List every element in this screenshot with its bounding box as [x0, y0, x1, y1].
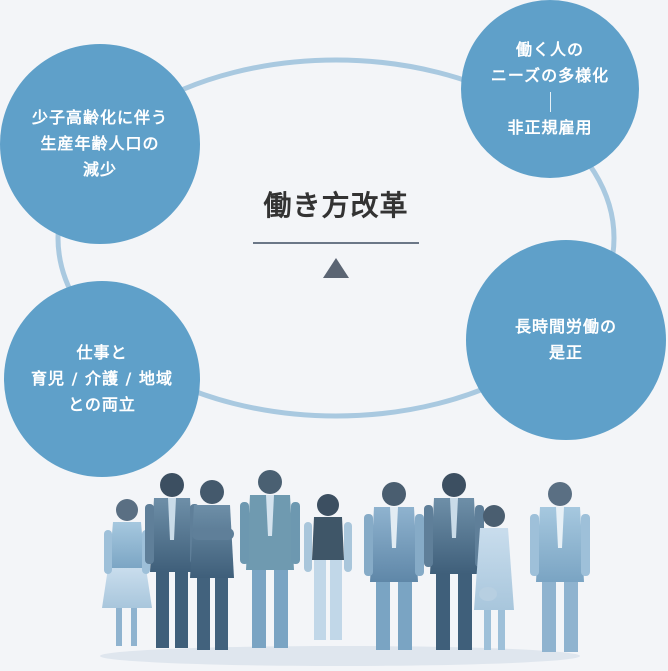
circle-bl-line-1: 仕事と [76, 343, 128, 362]
figure-8 [474, 505, 514, 650]
circle-declining-workforce: 少子高齢化に伴う 生産年齢人口の 減少 [0, 44, 200, 244]
center-underline [253, 242, 419, 244]
figure-4 [240, 470, 300, 648]
circle-bl-line-3: との両立 [68, 395, 136, 414]
circle-work-life-balance: 仕事と 育児 / 介護 / 地域 との両立 [4, 281, 200, 477]
circle-tr-line-1: 働く人の [515, 40, 584, 59]
people-figurines-image [100, 470, 590, 666]
up-triangle-icon [323, 258, 349, 278]
circle-br-line-2: 是正 [548, 343, 583, 362]
circle-long-working-hours: 長時間労働の 是正 [466, 240, 666, 440]
circle-br-line-1: 長時間労働の [514, 317, 617, 336]
circle-bl-line-2: 育児 / 介護 / 地域 [31, 369, 173, 388]
circle-tr-separator [549, 92, 551, 112]
figure-3 [190, 480, 234, 650]
ring-ellipse [55, 57, 617, 419]
center-title: 働き方改革 [263, 189, 409, 222]
circle-tl-line-1: 少子高齢化に伴う [31, 108, 168, 127]
figure-6 [364, 482, 424, 650]
figure-9 [530, 482, 590, 652]
figure-7 [424, 473, 484, 650]
figure-5 [304, 494, 352, 640]
circle-tl-line-3: 減少 [82, 160, 117, 179]
circle-tr-line-3: 非正規雇用 [507, 118, 593, 137]
circle-tl-line-2: 生産年齢人口の [40, 134, 160, 153]
circle-diverse-needs: 働く人の ニーズの多様化 非正規雇用 [461, 0, 639, 178]
circle-tr-line-2: ニーズの多様化 [490, 66, 610, 85]
figure-2 [145, 473, 199, 648]
figure-1 [102, 499, 152, 646]
